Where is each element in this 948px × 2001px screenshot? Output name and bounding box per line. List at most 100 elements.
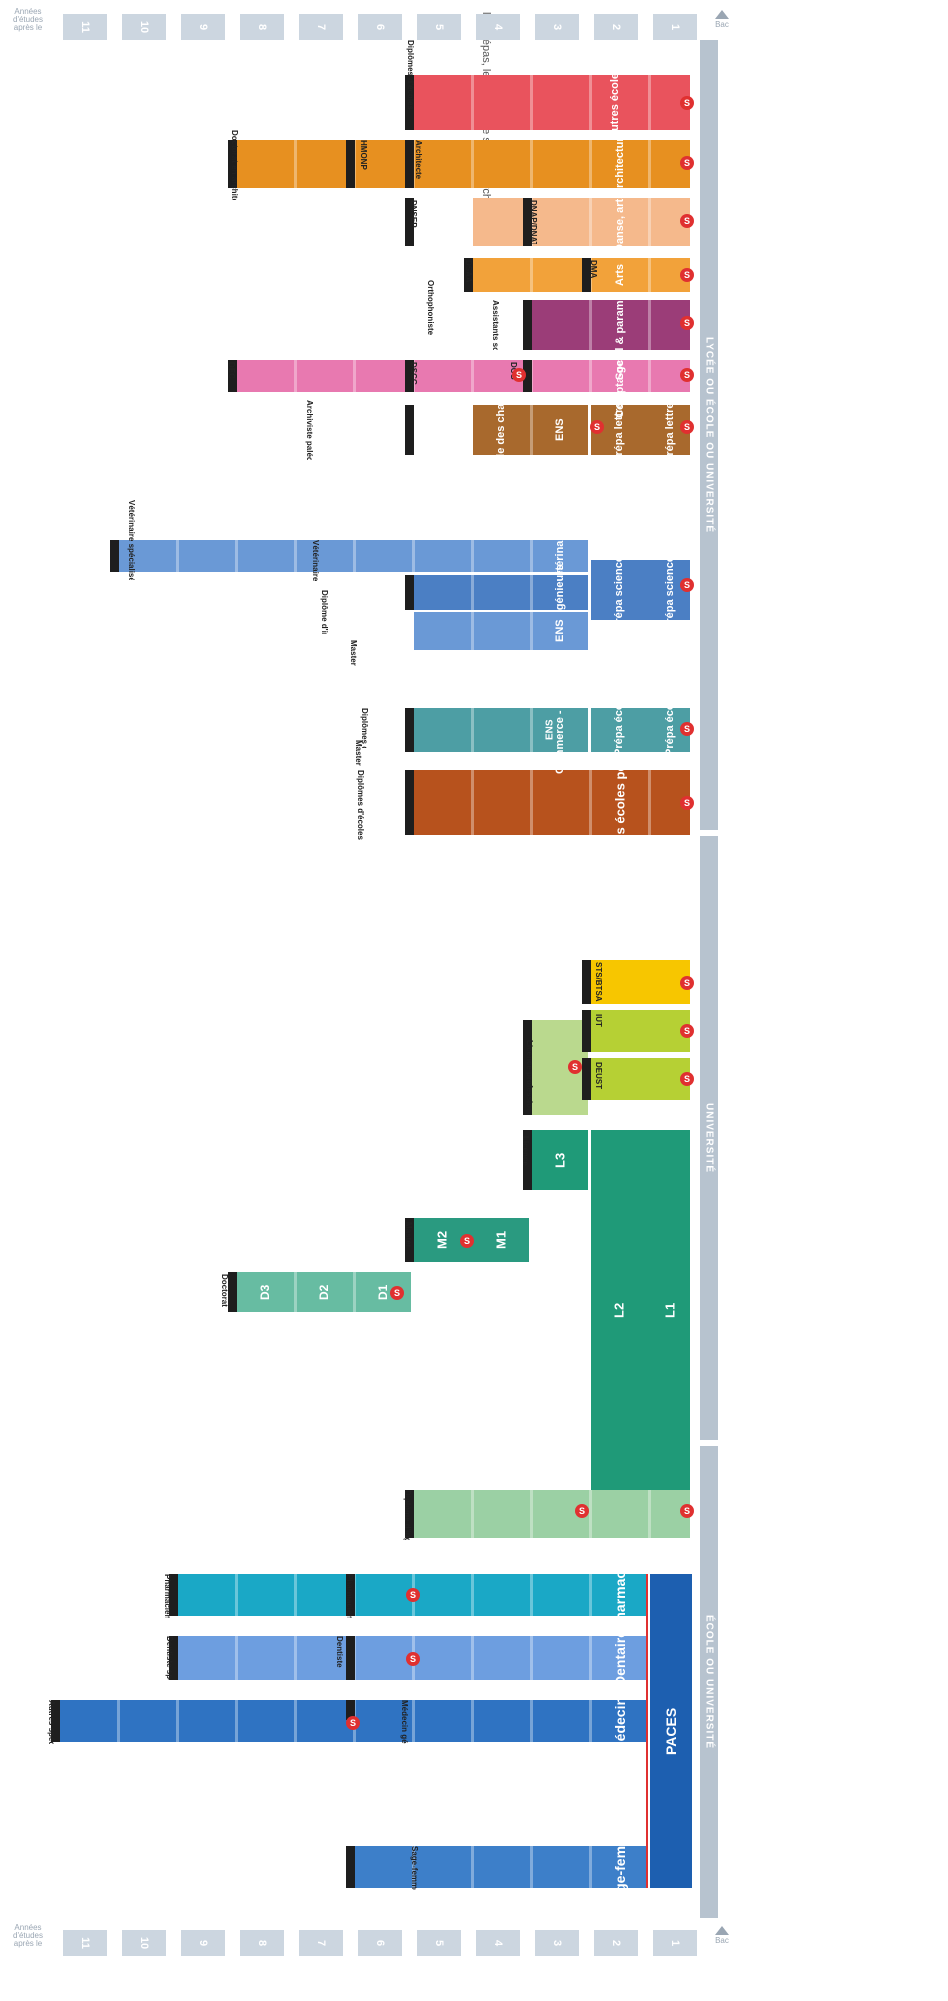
year-divider (530, 1846, 533, 1888)
selection-marker: S (680, 578, 694, 592)
year-box-right-7: 7 (299, 14, 343, 40)
axis-caption-right: Années d'études après le (13, 7, 43, 32)
bar-ingenieurs (414, 575, 588, 610)
band-universite: UNIVERSITÉ (700, 836, 718, 1440)
year-divider (176, 1700, 179, 1742)
cap-commerce (405, 708, 414, 752)
year-divider (471, 1574, 474, 1616)
cap-compta-dec (228, 360, 237, 392)
year-divider (412, 1700, 415, 1742)
year-divider (471, 612, 474, 650)
bar-deust (591, 1058, 690, 1100)
year-divider (589, 1490, 592, 1538)
year-box-left-2: 2 (594, 1930, 638, 1956)
year-divider (412, 540, 415, 572)
year-box-left-1: 1 (653, 1930, 697, 1956)
bar-veterinaire (119, 540, 588, 572)
cap-veterinaire (110, 540, 119, 572)
year-divider (117, 1700, 120, 1742)
bac-arrow-icon (715, 10, 729, 19)
band-lycee-ecole-universite: LYCÉE OU ÉCOLE OU UNIVERSITÉ (700, 40, 718, 830)
cap-iut (582, 1010, 591, 1052)
label-pharmacie: Pharmacie (612, 1559, 628, 1631)
selection-marker: S (390, 1286, 404, 1300)
cap-l3 (523, 1130, 532, 1190)
label-orthophoniste: Orthophoniste (426, 280, 435, 336)
year-divider (294, 1700, 297, 1742)
cap-licence-pro (523, 1020, 532, 1115)
year-number: 2 (610, 1939, 622, 1947)
year-divider (294, 540, 297, 572)
cap-compta-dcg (523, 360, 532, 392)
selection-marker: S (568, 1060, 582, 1074)
year-number: 3 (551, 23, 563, 31)
bar-compta (237, 360, 690, 392)
selection-marker: S (460, 1234, 474, 1248)
selection-marker: S (346, 1716, 360, 1730)
selection-marker: S (512, 368, 526, 382)
year-number: 9 (197, 23, 209, 31)
label-ingenieurs: Ingénieurs (554, 564, 566, 621)
year-divider (530, 1636, 533, 1680)
label-medecine: Médecine (612, 1689, 628, 1753)
label-danse-arts: Danse, arts (614, 192, 626, 252)
cap-arts-dsaa (464, 258, 473, 292)
year-box-left-9: 9 (181, 1930, 225, 1956)
label-deust: DEUST (594, 1062, 603, 1090)
axis-caption-left: Années d'études après le (13, 1923, 43, 1948)
bar-archi (237, 140, 690, 188)
year-divider (471, 75, 474, 130)
year-number: 1 (669, 23, 681, 31)
year-divider (648, 258, 651, 292)
year-divider (471, 1846, 474, 1888)
year-divider (471, 575, 474, 610)
year-box-left-6: 6 (358, 1930, 402, 1956)
label-architecte: Architecte (414, 140, 423, 180)
bar-ens-lettres (473, 405, 588, 455)
year-divider (471, 360, 474, 392)
label-assistants-sociaux: Assistants sociaux, infirmiers, kiné... (460, 300, 500, 350)
year-box-left-4: 4 (476, 1930, 520, 1956)
year-number: 10 (138, 20, 150, 34)
year-number: 5 (433, 23, 445, 31)
year-divider (648, 360, 651, 392)
year-divider (589, 140, 592, 188)
label-autres-specialites: Autres spécialités (47, 1700, 56, 1744)
year-number: 6 (374, 1939, 386, 1947)
bar-dentaire (178, 1636, 647, 1680)
bar-danse (473, 198, 690, 246)
cap-ens-lettres (405, 405, 414, 455)
paces-red-line (646, 1574, 648, 1888)
bar-social (532, 300, 690, 350)
bac-arrow-icon (715, 1926, 729, 1935)
label-master: Master (404, 1222, 413, 1248)
year-divider (589, 770, 592, 835)
year-divider (471, 140, 474, 188)
label-medecin-generaliste: Médecin généraliste (400, 1700, 409, 1744)
label-iut: IUT (594, 1014, 603, 1027)
label-commerce-diplome: Diplômes d'écoles (360, 708, 369, 748)
year-divider (471, 1490, 474, 1538)
year-divider (530, 612, 533, 650)
selection-marker: S (680, 722, 694, 736)
selection-marker: S (680, 976, 694, 990)
year-divider (589, 198, 592, 246)
year-divider (471, 708, 474, 752)
bar-l1-l2 (591, 1130, 690, 1490)
year-divider (530, 75, 533, 130)
cap-archi-hmonp (346, 140, 355, 188)
cap-archi (405, 140, 414, 188)
label-diplome-ingenieur: Diplôme d'ingénieur (320, 590, 329, 634)
year-divider (530, 1700, 533, 1742)
year-divider (648, 1490, 651, 1538)
year-divider (530, 708, 533, 752)
year-box-right-5: 5 (417, 14, 461, 40)
year-divider (353, 540, 356, 572)
year-number: 6 (374, 23, 386, 31)
cap-compta-dscg (405, 360, 414, 392)
year-divider (589, 1700, 592, 1742)
label-paces: PACES (663, 1707, 679, 1755)
year-divider (294, 1636, 297, 1680)
label-dentiste-specialise: Dentiste spécialisé (165, 1636, 174, 1680)
label-doctorat-architecture: Doctorat en architecture (230, 130, 239, 200)
